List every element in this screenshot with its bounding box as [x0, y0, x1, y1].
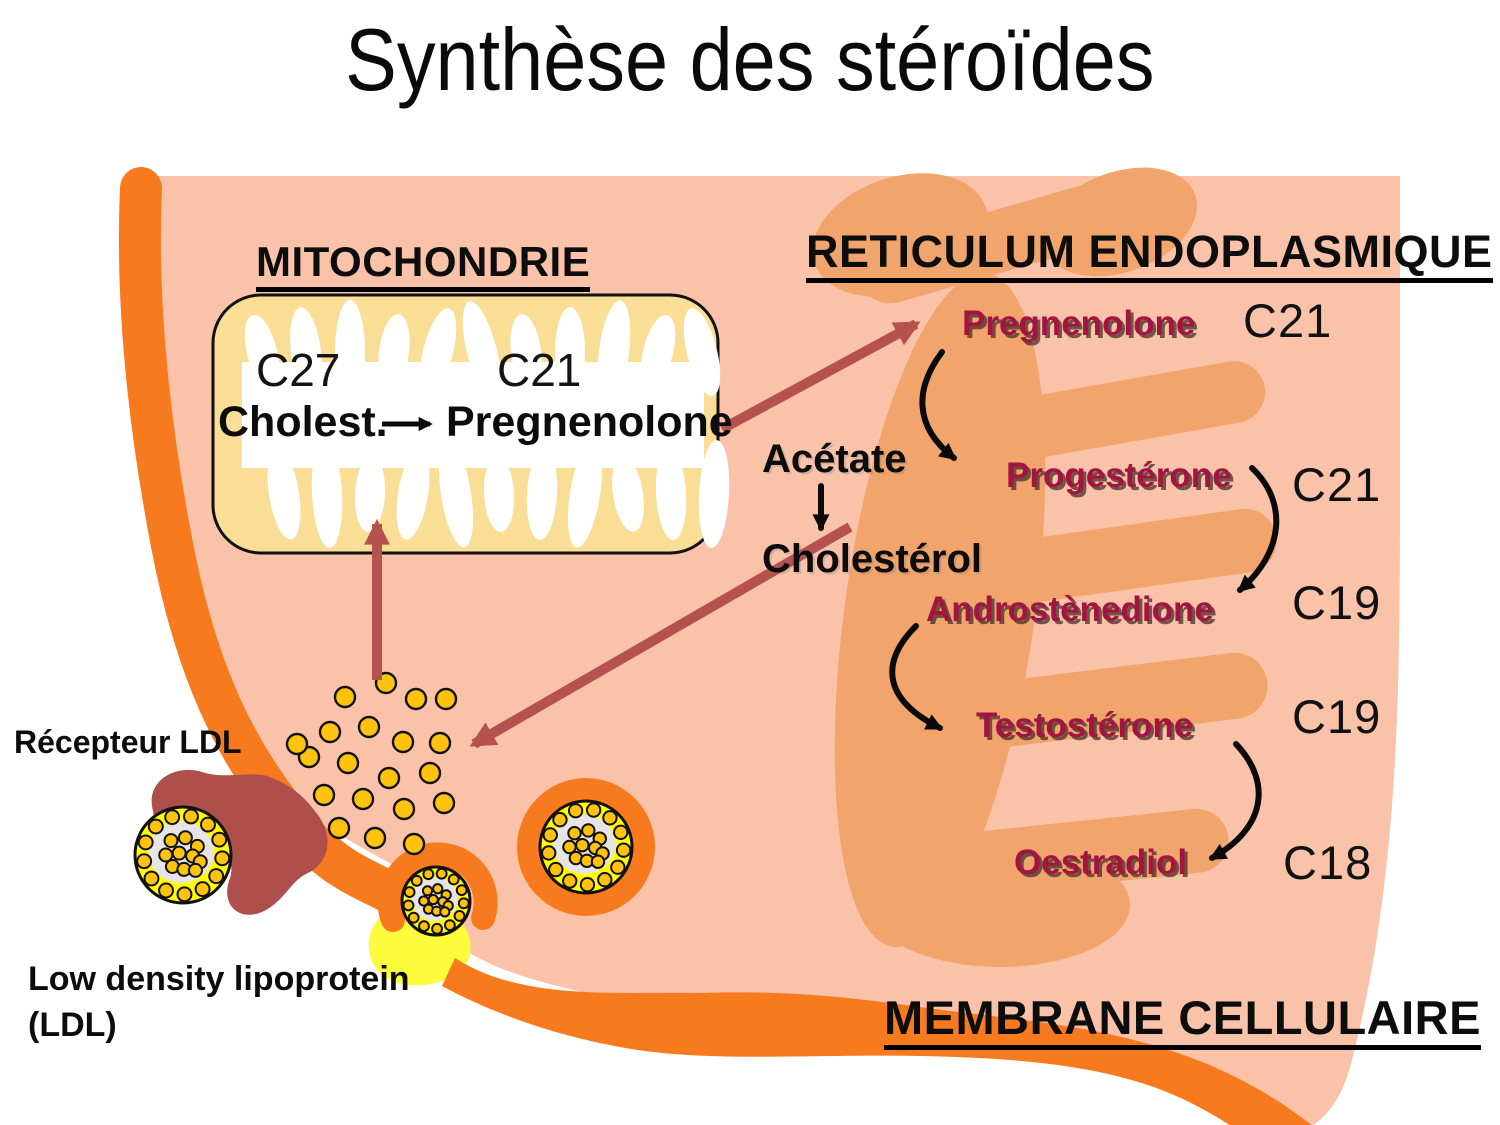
- cholesterol-dots-cluster: [285, 671, 458, 856]
- cholesterol-label: Cholestérol: [762, 537, 983, 581]
- mito-product-carbon: C21: [497, 344, 582, 396]
- ldl-receptor-shape: [151, 769, 328, 915]
- steroid-label-pregnenolone: Pregnenolone: [962, 304, 1196, 343]
- steroid-label-oestradiol: Oestradiol: [1014, 843, 1188, 882]
- mito-substrate-carbon: C27: [256, 344, 341, 396]
- mitochondrion-cristae: [242, 300, 730, 548]
- mitochondrion-shape: [211, 293, 730, 555]
- steroid-label-androstenedione: Androstènedione: [926, 590, 1214, 629]
- carbon-label-testosterone: C19: [1292, 690, 1382, 743]
- carbon-label-oestradiol: C18: [1283, 836, 1373, 889]
- arrow-mitochondrion-to-pregnenolone: [719, 319, 921, 434]
- ldl-particle-inside: [517, 778, 655, 916]
- arrow-progesterone-to-androstenedione: [1237, 465, 1280, 593]
- arrow-cholesterol-to-dots: [469, 522, 853, 749]
- membrane-heading: MEMBRANE CELLULAIRE: [884, 993, 1481, 1051]
- mito-substrate: Cholest.: [218, 398, 388, 446]
- arrow-androstenedione-to-testosterone: [889, 623, 944, 731]
- ldl-name-label: Low density lipoprotein: [28, 960, 410, 998]
- steroid-label-testosterone: Testostérone: [976, 706, 1194, 745]
- mito-product: Pregnenolone: [446, 398, 733, 446]
- carbon-label-androstenedione: C19: [1292, 576, 1382, 629]
- reticulum-heading: RETICULUM ENDOPLASMIQUE: [806, 228, 1493, 284]
- steroid-label-progesterone: Progestérone: [1006, 456, 1232, 495]
- membrane-invagination: [377, 842, 498, 932]
- arrow-testosterone-to-oestradiol: [1209, 741, 1262, 861]
- carbon-label-progesterone: C21: [1292, 458, 1382, 511]
- ldl-receptor-label: Récepteur LDL: [14, 724, 242, 760]
- cell-membrane-left: [118, 167, 421, 919]
- mitochondrion-heading: MITOCHONDRIE: [256, 239, 591, 293]
- ldl-abbr-label: (LDL): [28, 1006, 117, 1044]
- carbon-label-pregnenolone: C21: [1243, 294, 1333, 347]
- cell-membrane-bottom: [442, 958, 1312, 1125]
- acetate-label: Acétate: [762, 437, 907, 481]
- ldl-particle-outside: [133, 805, 233, 905]
- endoplasmic-reticulum-shape: [812, 167, 1277, 967]
- ldl-particle-entering: [400, 865, 472, 937]
- arrow-pregnenolone-to-progesterone: [919, 349, 957, 461]
- page-title: Synthèse des stéroïdes: [345, 10, 1155, 109]
